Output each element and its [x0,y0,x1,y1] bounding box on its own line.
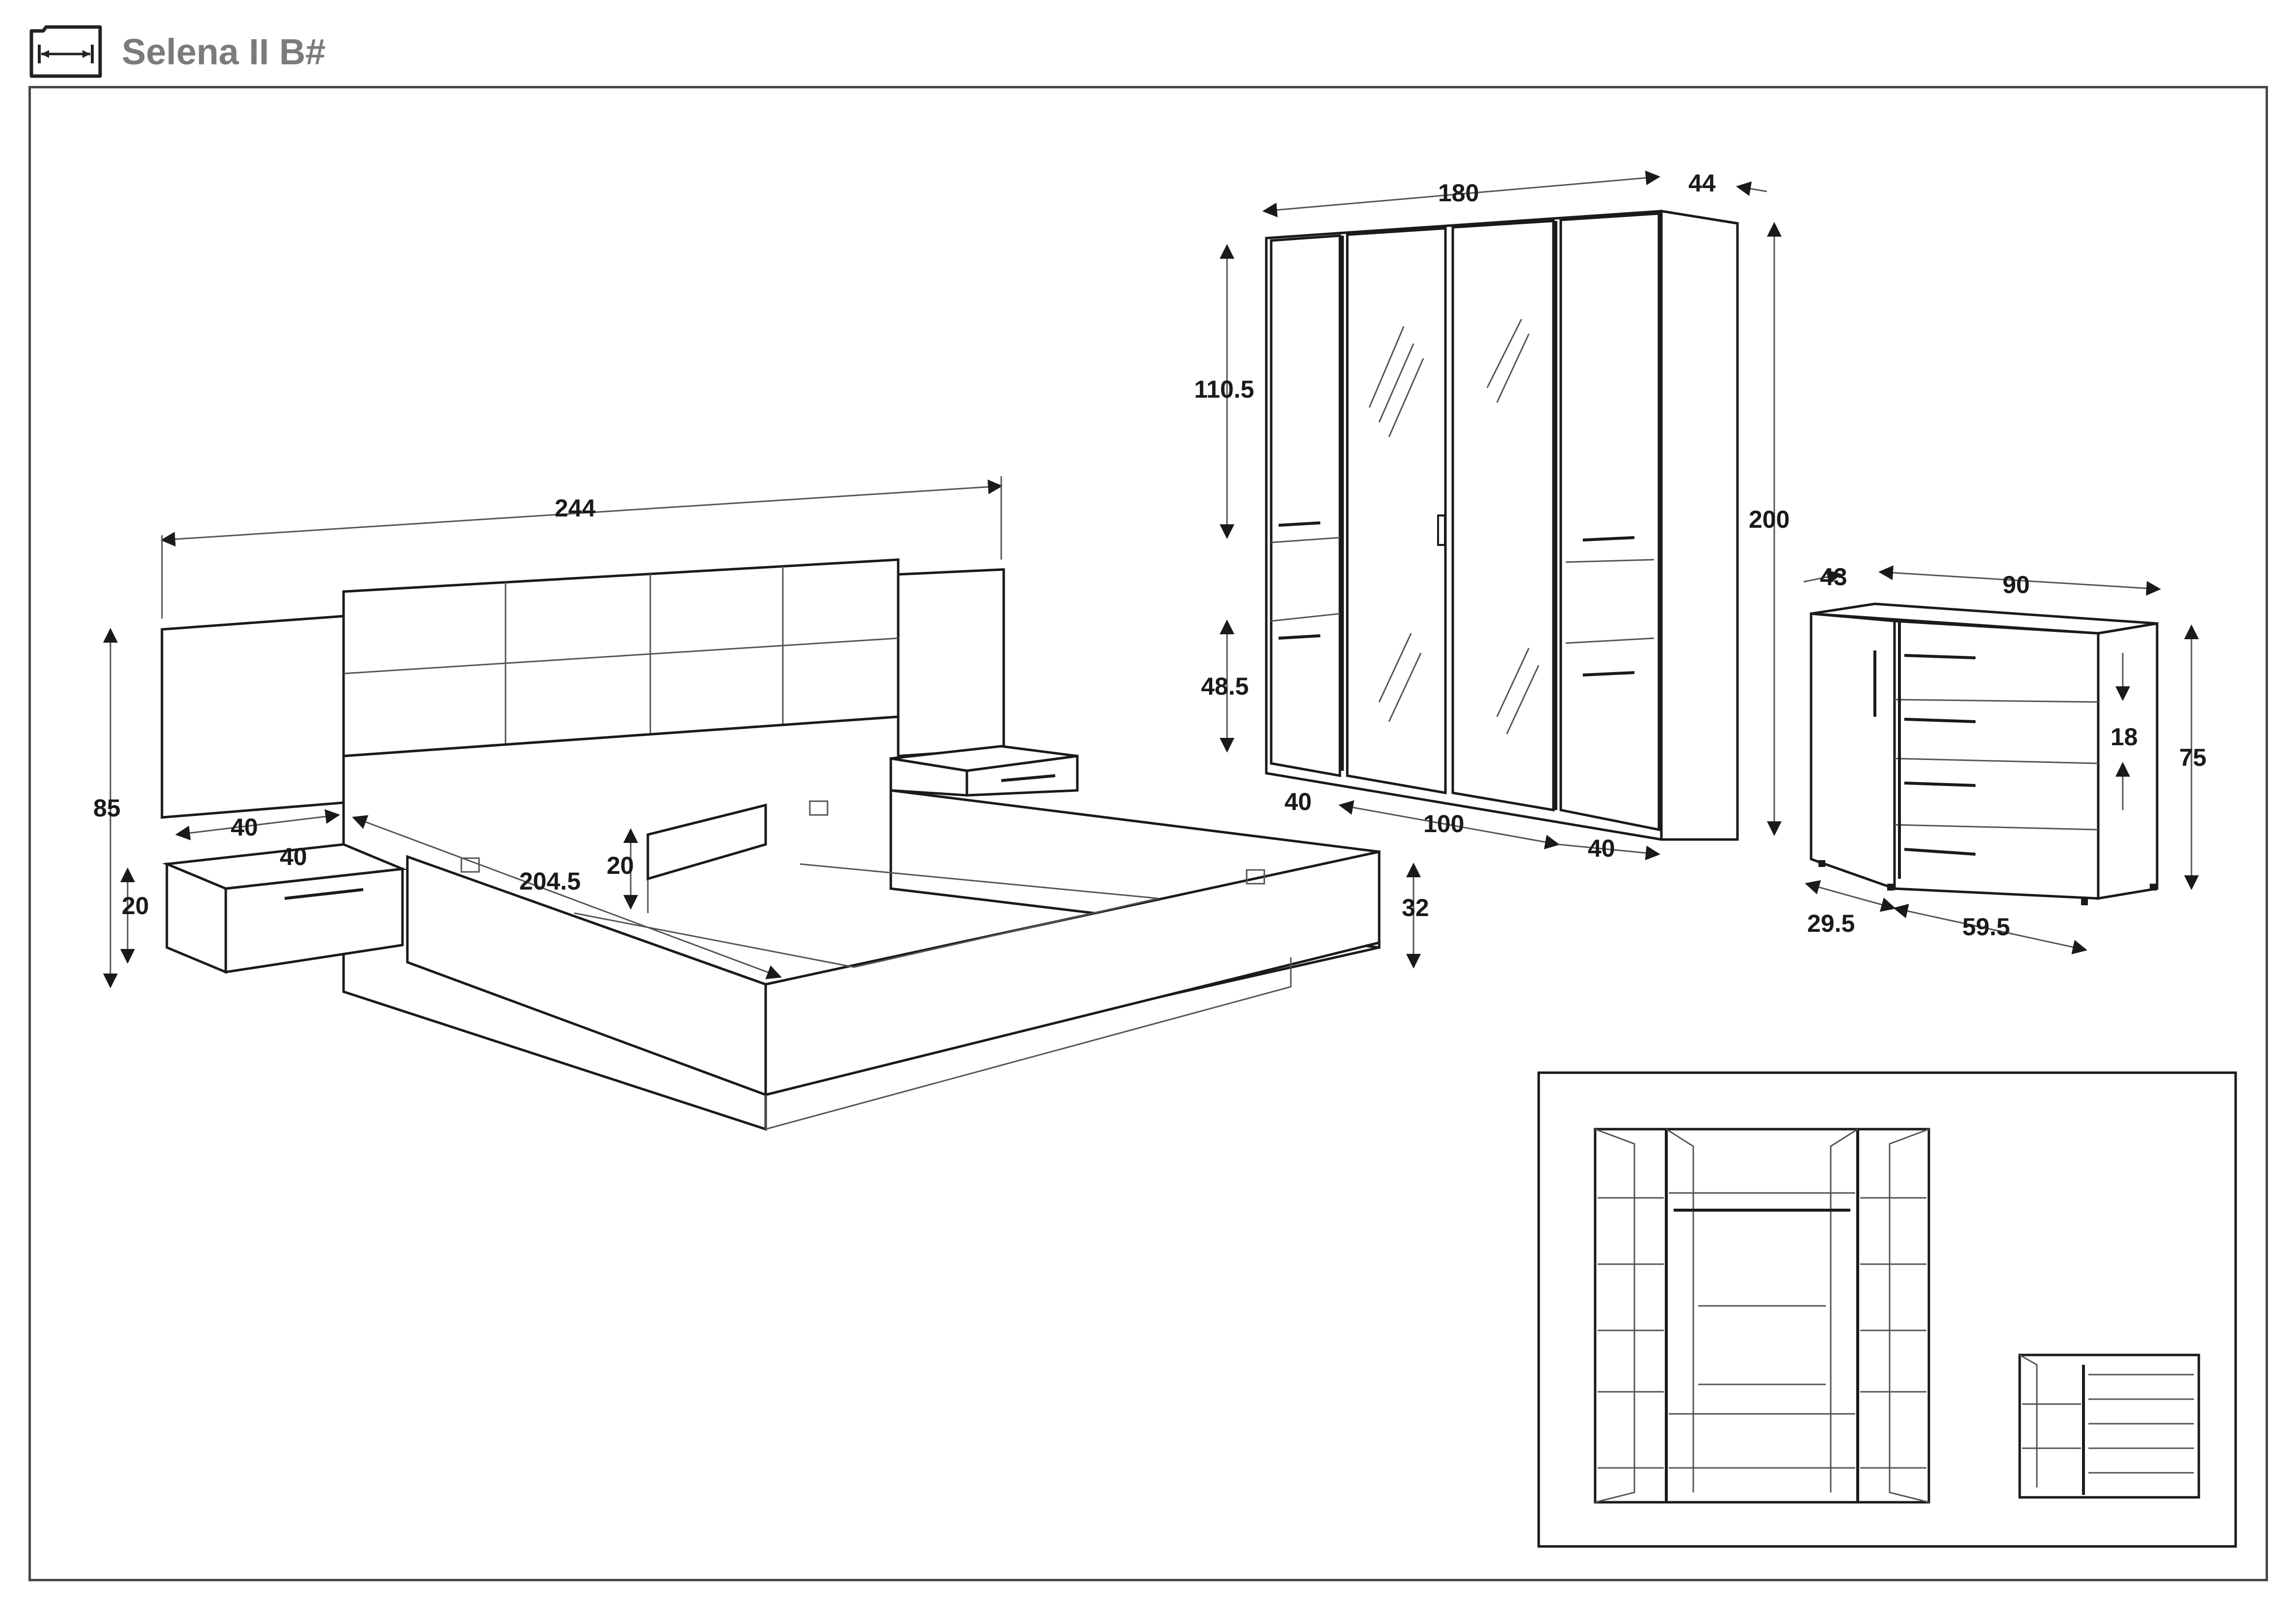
wardrobe-lower-label: 48.5 [1201,673,1249,700]
bed-side-panel-left [160,615,345,819]
wardrobe-width-label: 180 [1438,179,1479,207]
drawing-frame [28,86,2268,1581]
bed-frame-height-label: 32 [1402,894,1429,921]
bracket-icon [809,800,828,816]
wardrobe-middle-label: 100 [1423,810,1464,838]
dresser-door-label: 29.5 [1807,910,1855,937]
bed-rail-height-label: 20 [607,852,634,879]
dresser-drawing: 43 90 75 18 29.5 59.5 [1803,563,2207,954]
wardrobe-right-door-label: 40 [1588,835,1615,862]
dresser-height-label: 75 [2179,744,2207,771]
bed-length-label: 204.5 [519,867,581,895]
dresser-depth-label: 43 [1820,563,1847,591]
dresser-interior [2018,1353,2200,1499]
nightstand-right [889,745,1079,797]
bed-drawing: 244 85 20 40 40 204.5 20 32 [93,476,1429,1131]
dresser-width-label: 90 [2002,571,2030,598]
dresser-drawer-width-label: 59.5 [1962,913,2010,941]
bracket-icon [1246,869,1265,885]
page-header: Selena II B# [28,20,325,83]
bed-width-label: 244 [555,494,596,522]
nightstand-depth-label: 40 [280,843,307,870]
wardrobe-drawing: 180 44 200 110.5 48.5 40 100 40 [1194,169,1789,862]
page-title: Selena II B# [122,31,326,72]
wardrobe-upper-label: 110.5 [1194,376,1254,403]
wardrobe-height-label: 200 [1749,506,1789,533]
wardrobe-depth-label: 44 [1688,169,1716,197]
wardrobe-left-door-label: 40 [1284,788,1312,815]
bed-side-panel-right [897,568,1005,758]
wardrobe-interior [1594,1128,1930,1504]
dimensions-icon [29,25,102,78]
nightstand-width-label: 40 [231,813,258,841]
bed-height-label: 85 [93,794,121,822]
dresser-drawer-height-label: 18 [2110,723,2138,751]
nightstand-height-label: 20 [122,892,149,920]
interior-view-box [1537,1071,2237,1548]
